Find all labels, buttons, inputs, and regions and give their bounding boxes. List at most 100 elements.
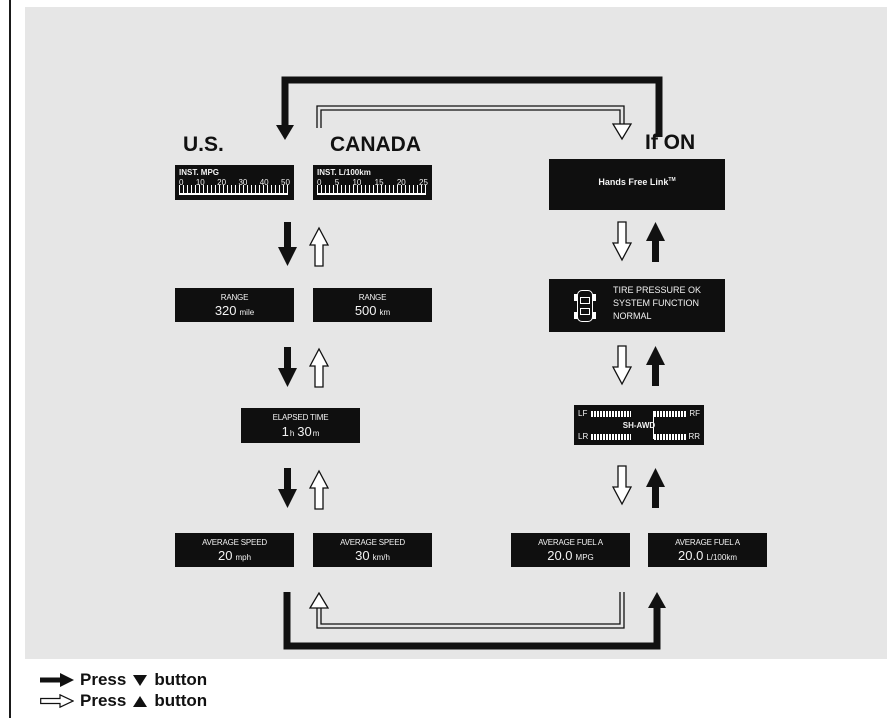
range-ca-caption: RANGE: [358, 293, 387, 302]
legend-down-press-label: Press: [80, 670, 127, 689]
bottom-loop-solid-arrowhead: [648, 592, 666, 608]
tick-label: 15: [374, 178, 384, 187]
bottom-loop-hollow-arrow-inner: [320, 592, 621, 625]
average-speed-ca-caption: AVERAGE SPEED: [340, 538, 405, 547]
right-arrow-pair-2: [611, 345, 665, 386]
top-loop-solid-arrowhead: [276, 125, 294, 140]
right-arrow-pair-1: [611, 221, 665, 262]
value-unit: km/h: [372, 553, 390, 562]
hfl-label: Hands Free Link: [598, 177, 669, 187]
range-us-caption: RANGE: [220, 293, 249, 302]
hollow-arrow-icon: [40, 694, 74, 708]
tire-pressure-display: TIRE PRESSURE OK SYSTEM FUNCTION NORMAL: [549, 279, 725, 332]
top-loop-hollow-arrow-inner: [320, 109, 621, 128]
value-number: 30: [355, 548, 370, 563]
header-us: U.S.: [183, 133, 224, 156]
elapsed-time-caption: ELAPSED TIME: [272, 413, 329, 422]
left-arrow-pair-2: [278, 347, 330, 388]
top-loop-solid-arrow: [281, 76, 663, 137]
header-if-on: If ON: [645, 131, 696, 154]
down-triangle-icon: [133, 675, 148, 686]
value-number: 20.0: [547, 548, 573, 563]
inst-l100km-scale-bar: [317, 185, 426, 195]
minutes-unit: m: [312, 429, 320, 438]
right-arrow-pair-3: [611, 465, 665, 508]
awd-rf-bar: [654, 411, 686, 417]
value-unit: km: [379, 308, 391, 317]
tick-label: 0: [317, 178, 322, 187]
tpms-line: TIRE PRESSURE OK: [613, 285, 702, 295]
car-icon: [577, 290, 593, 322]
inst-l100km-display: INST. L/100km 0 5 10 15 20 25: [313, 165, 432, 200]
awd-rr-label: RR: [688, 432, 700, 441]
awd-lf-label: LF: [578, 409, 588, 418]
hands-free-link-text: Hands Free LinkTM: [549, 177, 725, 187]
bottom-loop-hollow-arrowhead: [308, 591, 330, 609]
inst-mpg-display: INST. MPG 0 10 20 30 40 50: [175, 165, 294, 200]
up-triangle-icon: [133, 696, 148, 707]
inst-mpg-scale-labels: 0 10 20 30 40 50: [179, 178, 290, 187]
wheel-icon: [574, 312, 578, 319]
value-number: 500: [354, 303, 377, 318]
bottom-loop-hollow-arrow: [316, 592, 625, 629]
legend-up-press-label: Press: [80, 691, 127, 710]
average-fuel-us-caption: AVERAGE FUEL A: [538, 538, 603, 547]
tick-label: 25: [419, 178, 428, 187]
awd-lf-bar: [591, 411, 631, 417]
awd-lr-label: LR: [578, 432, 589, 441]
wheel-icon: [574, 294, 578, 301]
tpms-line: NORMAL: [613, 311, 652, 321]
tpms-line: SYSTEM FUNCTION: [613, 298, 700, 308]
solid-arrow-icon: [40, 673, 74, 687]
value-unit: L/100km: [706, 553, 737, 562]
hours-number: 1: [281, 424, 289, 439]
sh-awd-display: LF RF LR RR SH-AWD: [574, 405, 704, 445]
awd-lr-bar: [591, 434, 631, 440]
tick-label: 20: [396, 178, 406, 187]
hours-unit: h: [289, 429, 295, 438]
left-arrow-pair-3: [278, 468, 330, 510]
tick-label: 0: [179, 178, 184, 187]
inst-mpg-title: INST. MPG: [179, 168, 220, 177]
trademark-mark: TM: [668, 177, 676, 183]
awd-rr-bar: [654, 434, 686, 440]
awd-rf-label: RF: [689, 409, 700, 418]
awd-center-axis: [653, 411, 654, 439]
average-speed-us-caption: AVERAGE SPEED: [202, 538, 267, 547]
value-number: 20.0: [678, 548, 704, 563]
value-unit: mph: [235, 553, 252, 562]
bottom-loop-solid-arrow: [283, 592, 661, 650]
header-canada: CANADA: [330, 133, 421, 156]
average-fuel-ca-caption: AVERAGE FUEL A: [675, 538, 740, 547]
legend-press-down: Press button: [40, 670, 207, 690]
legend-up-button-label: button: [154, 691, 208, 710]
legend-press-up: Press button: [40, 691, 207, 711]
inst-l100km-scale-labels: 0 5 10 15 20 25: [317, 178, 428, 187]
tick-label: 5: [334, 178, 340, 187]
top-loop-hollow-arrowhead: [611, 123, 633, 141]
wheel-icon: [592, 312, 596, 319]
awd-title: SH-AWD: [622, 421, 656, 430]
tick-label: 50: [281, 178, 290, 187]
tick-label: 20: [217, 178, 227, 187]
value-number: 320: [214, 303, 237, 318]
hands-free-link-display: Hands Free LinkTM: [549, 159, 725, 210]
inst-mpg-scale-bar: [179, 185, 288, 195]
left-arrow-pair-1: [278, 222, 330, 267]
top-loop-hollow-arrow: [316, 105, 625, 128]
value-unit: mile: [239, 308, 255, 317]
minutes-number: 30: [297, 424, 312, 439]
inst-l100km-title: INST. L/100km: [317, 168, 371, 177]
